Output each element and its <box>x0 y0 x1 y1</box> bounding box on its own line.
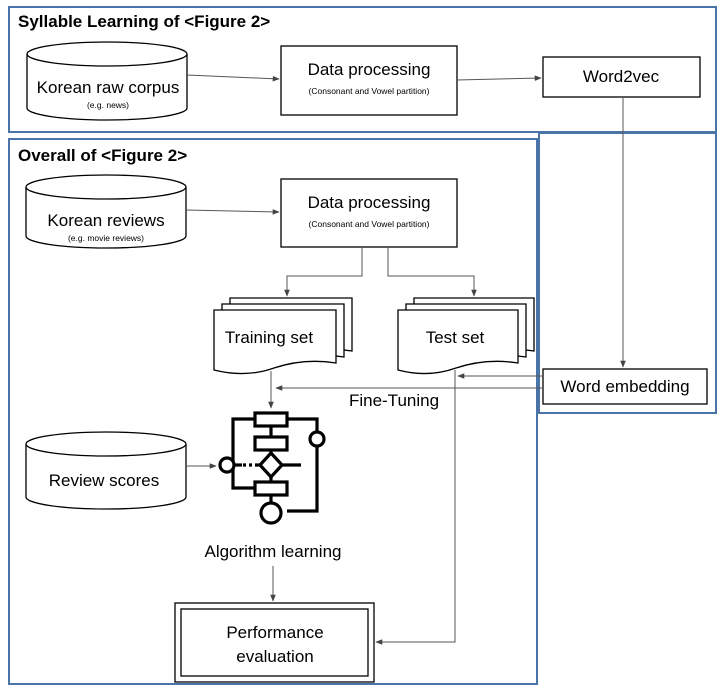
korean-reviews-sublabel: (e.g. movie reviews) <box>68 233 144 243</box>
arrow-test-to-evaluation <box>375 370 456 645</box>
arrow-processing-to-word2vec <box>456 75 542 81</box>
arrow-processing-to-training <box>284 247 363 297</box>
syllable-learning-title: Syllable Learning of <Figure 2> <box>18 12 270 31</box>
overall-title: Overall of <Figure 2> <box>18 146 187 165</box>
word2vec-label: Word2vec <box>583 67 660 86</box>
training-set-stack: Training set <box>213 297 353 375</box>
data-processing-1-sublabel: (Consonant and Vowel partition) <box>309 86 430 96</box>
word-embedding-frame <box>538 132 717 414</box>
word-embedding-box: Word embedding <box>542 368 708 405</box>
data-processing-2-label: Data processing <box>308 193 431 212</box>
performance-evaluation-line1: Performance <box>226 623 323 642</box>
korean-raw-corpus-cylinder: Korean raw corpus (e.g. news) <box>26 41 188 121</box>
training-set-label: Training set <box>225 328 313 347</box>
test-set-stack: Test set <box>397 297 535 375</box>
arrow-corpus-to-processing <box>186 74 280 82</box>
korean-reviews-label: Korean reviews <box>47 211 164 230</box>
algorithm-learning-label: Algorithm learning <box>204 542 341 561</box>
korean-raw-corpus-sublabel: (e.g. news) <box>87 100 129 110</box>
overall-frame <box>8 138 538 685</box>
data-processing-box-1: Data processing (Consonant and Vowel par… <box>280 45 458 116</box>
korean-raw-corpus-label: Korean raw corpus <box>37 78 180 97</box>
test-set-label: Test set <box>426 328 485 347</box>
arrow-reviews-to-processing <box>185 209 280 215</box>
connectors <box>185 74 626 645</box>
korean-reviews-cylinder: Korean reviews (e.g. movie reviews) <box>25 174 187 249</box>
algorithm-flowchart-icon <box>218 411 326 525</box>
word-embedding-label: Word embedding <box>560 377 689 396</box>
performance-evaluation-line2: evaluation <box>236 647 314 666</box>
data-processing-2-sublabel: (Consonant and Vowel partition) <box>309 219 430 229</box>
syllable-learning-frame <box>8 6 717 133</box>
review-scores-cylinder: Review scores <box>25 431 187 510</box>
fine-tuning-label: Fine-Tuning <box>349 391 439 410</box>
word2vec-box: Word2vec <box>542 56 701 98</box>
data-processing-box-2: Data processing (Consonant and Vowel par… <box>280 178 458 248</box>
arrow-processing-to-test <box>387 247 477 297</box>
review-scores-label: Review scores <box>49 471 160 490</box>
performance-evaluation-box: Performance evaluation <box>174 602 375 683</box>
data-processing-1-label: Data processing <box>308 60 431 79</box>
